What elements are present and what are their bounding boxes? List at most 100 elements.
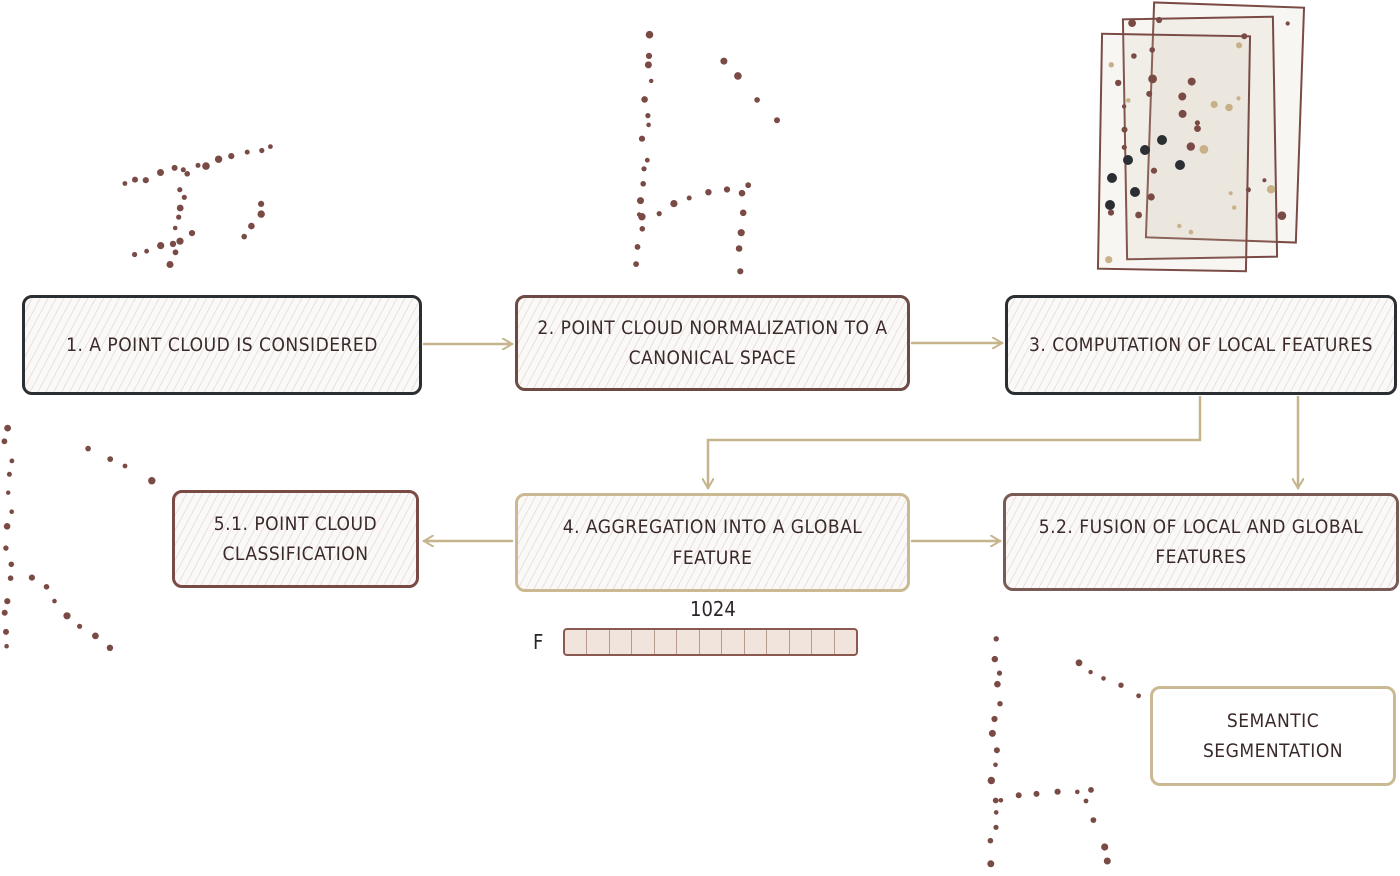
feature-map-back xyxy=(1144,1,1306,244)
dark-point xyxy=(1123,155,1133,165)
point-cloud-4-point xyxy=(1054,788,1061,795)
feature-map-point xyxy=(1128,19,1136,27)
feature-map-point xyxy=(1210,100,1218,109)
point-cloud-4-point xyxy=(1075,789,1080,795)
point-cloud-4-point xyxy=(993,810,999,815)
point-cloud-2-point xyxy=(637,197,644,205)
point-cloud-2-point xyxy=(734,72,742,80)
feature-vector-cell xyxy=(632,630,655,654)
point-cloud-2-point xyxy=(638,213,646,221)
point-cloud-4-point xyxy=(993,824,999,830)
feature-map-point xyxy=(1121,144,1127,150)
feature-vector-cell xyxy=(655,630,678,654)
point-cloud-4-point xyxy=(996,670,1003,676)
point-cloud-2-point xyxy=(739,209,747,217)
feature-map-point xyxy=(1131,53,1137,59)
point-cloud-3-point xyxy=(63,612,71,620)
point-cloud-4-point xyxy=(993,762,998,768)
dark-point xyxy=(1107,173,1117,183)
point-cloud-3-point xyxy=(77,623,83,629)
point-cloud-4-point xyxy=(1090,817,1097,823)
point-cloud-1-point xyxy=(169,240,177,248)
dark-point xyxy=(1105,200,1115,210)
feature-vector-cell xyxy=(610,630,633,654)
feature-map-front xyxy=(1096,32,1252,273)
dark-point xyxy=(1175,160,1185,170)
point-cloud-3-point xyxy=(3,523,11,530)
point-cloud-1-point xyxy=(244,149,250,155)
point-cloud-2-point xyxy=(634,244,641,250)
point-cloud-1-point xyxy=(157,242,165,250)
feature-map-point xyxy=(1115,79,1122,87)
point-cloud-2-point xyxy=(633,261,639,267)
point-cloud-3-point xyxy=(9,458,15,464)
step-3-label: 3. Computation of local features xyxy=(1029,333,1373,356)
point-cloud-2-point xyxy=(641,96,648,103)
point-cloud-1-point xyxy=(176,214,182,220)
point-cloud-3-point xyxy=(9,509,14,514)
feature-vector-cell xyxy=(812,630,835,654)
point-cloud-1-point xyxy=(214,155,223,163)
point-cloud-3-point xyxy=(4,424,11,432)
point-cloud-3-point xyxy=(1,438,8,445)
point-cloud-1-point xyxy=(122,181,128,186)
point-cloud-1-point xyxy=(181,194,187,200)
point-cloud-4-point xyxy=(1118,682,1124,688)
point-cloud-1-point xyxy=(228,153,235,160)
feature-map-middle xyxy=(1121,15,1279,261)
point-cloud-4-point xyxy=(1101,843,1109,851)
point-cloud-2-point xyxy=(649,78,654,84)
step-1-box: 1. A point cloud is considered xyxy=(22,295,422,395)
point-cloud-1-point xyxy=(144,248,150,254)
point-cloud-2-point xyxy=(754,97,760,103)
point-cloud-1-point xyxy=(172,249,179,256)
point-cloud-2-point xyxy=(639,226,646,232)
step-5-2-box: 5.2. Fusion of local and global features xyxy=(1003,493,1399,591)
feature-map-point xyxy=(1241,33,1248,40)
point-cloud-4-point xyxy=(987,860,995,868)
point-cloud-4-point xyxy=(994,680,1001,688)
point-cloud-2-point xyxy=(645,113,651,119)
point-cloud-1-point xyxy=(268,144,273,150)
feature-map-point xyxy=(1232,205,1237,210)
step-5-1-box: 5.1. Point cloud classification xyxy=(172,490,419,588)
point-cloud-3-point xyxy=(6,490,11,495)
point-cloud-4-point xyxy=(991,715,998,723)
step-4-label: 4. Aggregation into a global feature xyxy=(562,516,863,569)
step-4-box: 4. Aggregation into a global feature xyxy=(515,493,910,592)
point-cloud-1-point xyxy=(195,162,201,168)
point-cloud-3-point xyxy=(4,643,9,649)
point-cloud-1-point xyxy=(184,171,190,177)
feature-vector-cell xyxy=(835,630,856,654)
point-cloud-2-point xyxy=(705,189,712,196)
point-cloud-4-point xyxy=(1088,787,1094,793)
feature-map-point xyxy=(1245,187,1251,193)
feature-map-point xyxy=(1228,191,1233,196)
point-cloud-3-point xyxy=(107,456,114,462)
feature-map-point xyxy=(1199,145,1209,154)
point-cloud-2-point xyxy=(640,181,646,187)
point-cloud-1-point xyxy=(166,261,174,268)
feature-map-point xyxy=(1126,98,1131,103)
feature-map-point xyxy=(1188,229,1194,235)
semantic-segmentation-label: Semantic segmentation xyxy=(1202,709,1344,762)
feature-map-point xyxy=(1236,42,1243,49)
feature-map-point xyxy=(1178,109,1187,118)
point-cloud-1-point xyxy=(259,147,265,154)
point-cloud-3-point xyxy=(28,574,35,581)
feature-map-point xyxy=(1135,211,1142,219)
feature-vector-cell xyxy=(745,630,768,654)
point-cloud-1-point xyxy=(180,167,186,173)
point-cloud-2-point xyxy=(737,268,744,275)
point-cloud-4-point xyxy=(1103,857,1111,865)
step-5-1-label: 5.1. Point cloud classification xyxy=(213,512,378,565)
feature-vector-cell xyxy=(677,630,700,654)
feature-vector-cell xyxy=(790,630,813,654)
feature-map-point xyxy=(1262,178,1267,183)
step-3-box: 3. Computation of local features xyxy=(1005,295,1397,395)
point-cloud-3-point xyxy=(92,632,99,640)
feature-map-point xyxy=(1149,47,1155,53)
point-cloud-3-point xyxy=(148,477,156,485)
point-cloud-1-point xyxy=(176,237,184,245)
